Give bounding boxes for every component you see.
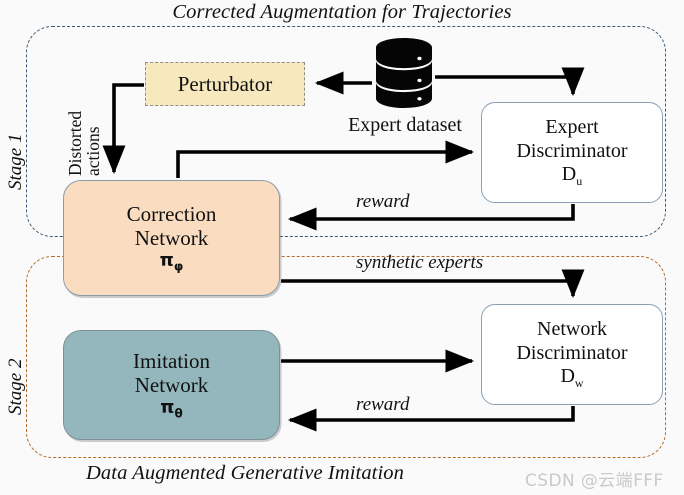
node-imitation-network[interactable]: Imitation Network πθ — [63, 330, 280, 440]
w-subscript: w — [574, 375, 584, 390]
stage-1-container — [26, 26, 666, 237]
imitation-network-line1: Imitation — [133, 348, 210, 373]
correction-network-policy-symbol: πφ — [159, 249, 184, 275]
expert-dataset-label: Expert dataset — [348, 114, 462, 136]
database-cylinder-icon — [376, 38, 432, 108]
stage-2-label: Stage 2 — [5, 358, 26, 415]
correction-network-line2: Network — [134, 226, 209, 251]
edge-label-synthetic-experts: synthetic experts — [356, 252, 484, 273]
pi-symbol: π — [159, 249, 174, 271]
distorted-actions-line1: Distorted — [65, 110, 85, 176]
stage-1-label: Stage 1 — [5, 133, 26, 190]
theta-subscript: θ — [174, 406, 183, 421]
csdn-watermark: CSDN @云端FFF — [525, 471, 664, 491]
perturbator-label: Perturbator — [177, 71, 273, 96]
node-correction-network[interactable]: Correction Network πφ — [63, 180, 280, 296]
u-subscript: u — [576, 173, 583, 188]
imitation-network-line2: Network — [134, 373, 209, 398]
correction-network-line1: Correction — [126, 201, 217, 226]
pi-symbol: π — [160, 396, 175, 418]
node-perturbator[interactable]: Perturbator — [145, 62, 305, 106]
d-symbol: D — [561, 162, 577, 185]
network-discriminator-line2: Discriminator — [516, 341, 628, 364]
edge-label-distorted-actions: Distorted actions — [65, 110, 104, 176]
phi-subscript: φ — [173, 259, 184, 274]
figure-title: Corrected Augmentation for Trajectories — [172, 1, 512, 23]
stage-2-container — [26, 256, 666, 458]
network-discriminator-symbol: Dw — [560, 365, 583, 391]
d-symbol: D — [560, 364, 575, 387]
expert-discriminator-line2: Discriminator — [516, 139, 628, 162]
distorted-actions-line2: actions — [83, 126, 104, 176]
network-discriminator-line1: Network — [537, 318, 607, 341]
expert-discriminator-symbol: Du — [562, 163, 582, 189]
imitation-network-policy-symbol: πθ — [160, 396, 183, 422]
node-network-discriminator[interactable]: Network Discriminator Dw — [481, 304, 663, 405]
expert-discriminator-line1: Expert — [545, 116, 599, 139]
edge-label-reward-stage2: reward — [356, 394, 410, 415]
figure-bottom-caption: Data Augmented Generative Imitation — [86, 462, 404, 484]
node-expert-discriminator[interactable]: Expert Discriminator Du — [481, 102, 663, 203]
edge-label-reward-stage1: reward — [356, 191, 410, 212]
